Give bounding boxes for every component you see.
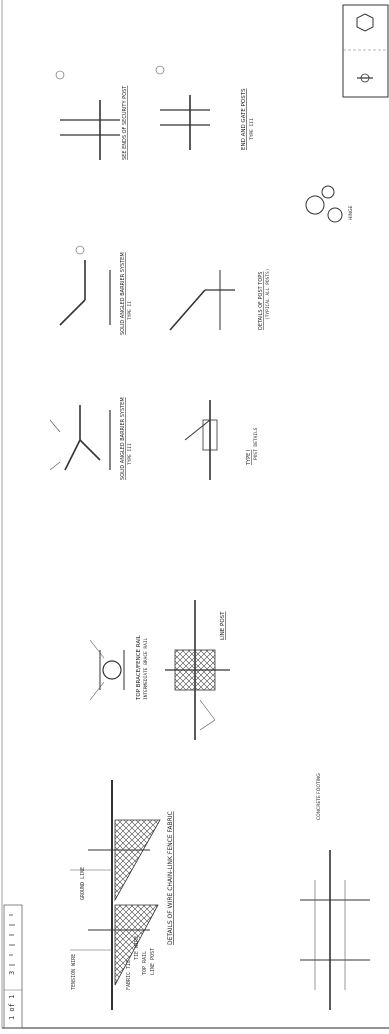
subtitle-post-type-3: TYPE III [127,443,133,465]
title-end-gate: END AND GATE POSTS [241,88,247,150]
title-post-type-3: SOLID ANGLED BARRIER SYSTEM [120,397,126,480]
detail-post-tops: DETAILS OF POST TOPS (TYPICAL ALL POSTS) [169,269,271,331]
title-block: 1 of 1 3 [3,904,23,1029]
title-post-type-2: SOLID ANGLED BARRIER SYSTEM [120,252,126,335]
label-top-rail: TOP RAIL [142,951,148,975]
drawing-number: 3 [8,971,16,975]
title-end-gate-posts: SEE ENDS OF SECURITY POST [122,85,128,160]
subtitle-brace-rail: INTERMEDIATE BRACE RAIL [143,637,149,700]
title-chain-link: DETAILS OF WIRE CHAIN-LINK FENCE FABRIC [167,811,174,945]
detail-end-gate-lower: END AND GATE POSTS TYPE III [155,65,255,150]
subtitle-end-gate: TYPE III [249,118,255,140]
detail-post-type-1: TYPE I POST DETAILS [184,400,259,480]
detail-chain-link: TENSION WIRE GROUND LINE FABRIC TIE TIE … [70,780,174,1010]
title-post-type-1: TYPE I [246,450,252,466]
detail-post-type-3: SOLID ANGLED BARRIER SYSTEM TYPE III [49,397,133,480]
title-post-tops: DETAILS OF POST TOPS [258,272,264,330]
detail-hardware-box [342,4,389,98]
label-fabric-tie: FABRIC TIE [126,960,132,990]
detail-end-gate-posts: SEE ENDS OF SECURITY POST [55,70,128,160]
label-ground-line: GROUND LINE [80,867,86,900]
subtitle-post-type-2: TYPE II [127,301,133,320]
title-footing: CONCRETE FOOTING [316,773,322,820]
label-line-post: LINE POST [150,948,156,975]
detail-brace-rail: TOP BRACE/FENCE RAIL INTERMEDIATE BRACE … [89,634,149,701]
detail-post-type-2: SOLID ANGLED BARRIER SYSTEM TYPE II [59,245,133,335]
title-brace-rail: TOP BRACE/FENCE RAIL [136,634,142,701]
title-hinge: HINGE [348,205,354,220]
detail-concrete-footing: CONCRETE FOOTING [300,773,370,1010]
label-tension-wire: TENSION WIRE [71,954,77,990]
label-tie-wire: TIE WIRE [134,936,140,960]
detail-line-post: LINE POST [165,600,230,740]
subtitle-post-tops: (TYPICAL ALL POSTS) [265,269,271,320]
sheet-number: 1 of 1 [8,995,16,1020]
subtitle-post-type-1: POST DETAILS [253,427,259,460]
title-line-post: LINE POST [220,611,226,640]
detail-hinge: HINGE [305,185,354,223]
